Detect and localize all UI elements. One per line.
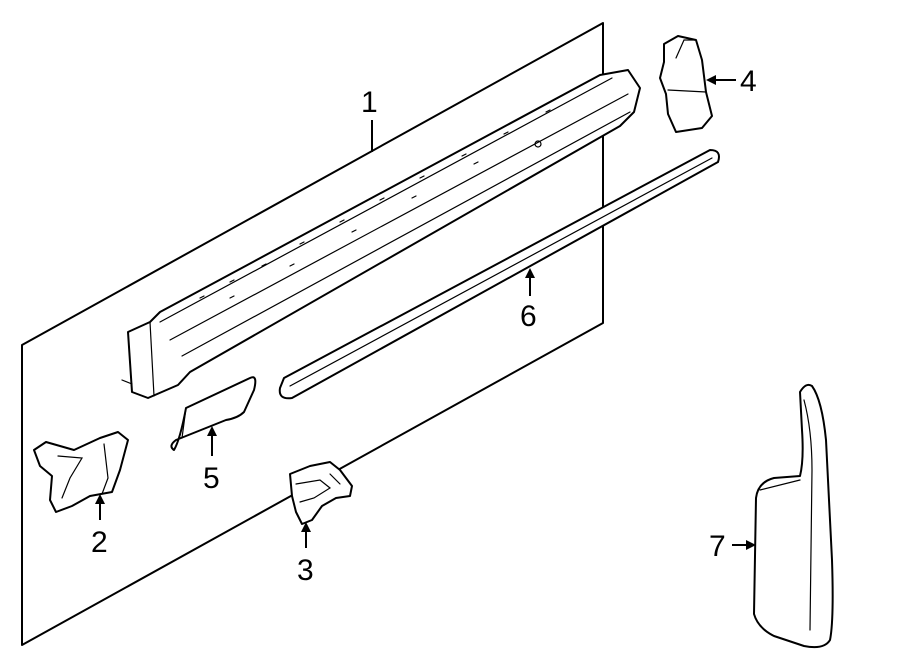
arrowhead-4 (706, 75, 716, 85)
molding-end-cap-rear (659, 35, 713, 133)
arrowhead-6 (525, 268, 535, 278)
arrowhead-3 (301, 522, 311, 532)
molding-end-cap-front (33, 431, 129, 513)
callout-5: 5 (203, 462, 220, 495)
callout-3: 3 (297, 554, 314, 587)
group-boundary (21, 22, 604, 646)
mud-flap (753, 383, 834, 649)
callout-1: 1 (361, 86, 378, 119)
splash-guard-extension (170, 376, 257, 451)
callout-4: 4 (740, 65, 757, 98)
arrowhead-5 (207, 426, 217, 436)
callout-6: 6 (520, 300, 537, 333)
callout-7: 7 (709, 530, 726, 563)
callout-2: 2 (91, 526, 108, 559)
arrowhead-2 (95, 494, 105, 504)
arrowhead-7 (746, 540, 756, 550)
molding-clip (289, 461, 353, 525)
leader-lines (95, 75, 756, 550)
body-side-molding-strip (278, 149, 720, 400)
rocker-panel-molding (121, 69, 641, 399)
